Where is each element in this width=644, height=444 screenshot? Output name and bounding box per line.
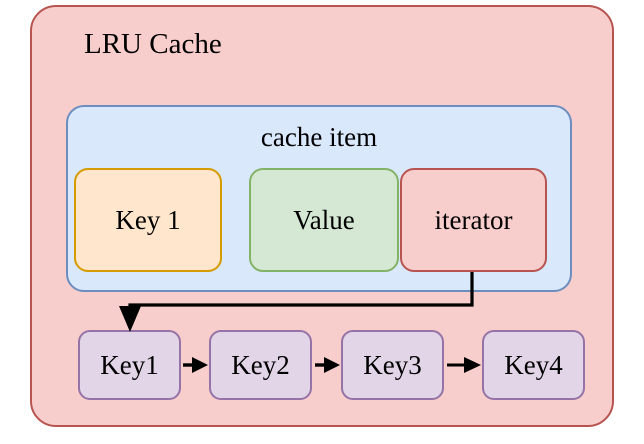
key-node-key1: Key1: [78, 330, 181, 400]
value-field-label: Value: [293, 204, 355, 235]
key-field-box: Key 1: [74, 168, 222, 272]
key-node-key3: Key3: [341, 330, 444, 400]
value-field-box: Value: [249, 168, 399, 272]
key-node-label: Key2: [231, 349, 290, 380]
key-node-label: Key4: [504, 349, 563, 380]
lru-cache-title: LRU Cache: [84, 28, 222, 60]
iterator-field-label: iterator: [434, 204, 513, 235]
key-node-label: Key3: [363, 349, 422, 380]
key-node-label: Key1: [100, 349, 159, 380]
key-node-key4: Key4: [482, 330, 585, 400]
cache-item-title: cache item: [260, 122, 378, 152]
key-node-key2: Key2: [209, 330, 312, 400]
iterator-field-box: iterator: [400, 168, 547, 272]
key-field-label: Key 1: [115, 204, 181, 235]
